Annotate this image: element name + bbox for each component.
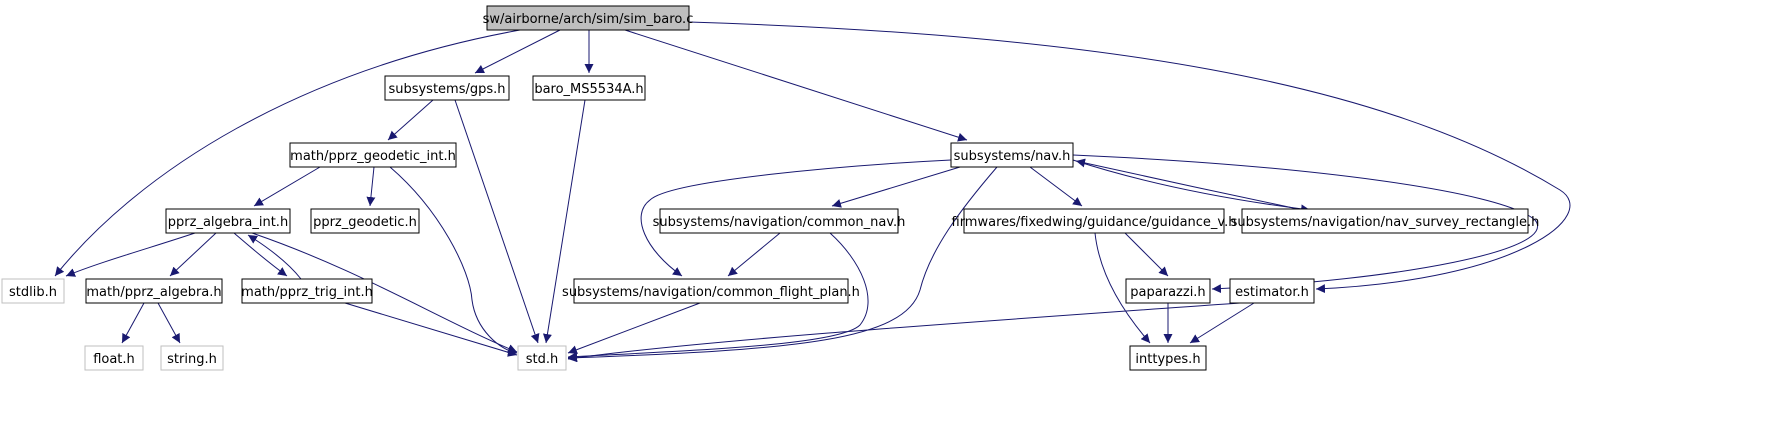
node-geodetic[interactable]: pprz_geodetic.h <box>310 208 420 234</box>
node-paparazzi[interactable]: paparazzi.h <box>1125 278 1211 304</box>
edge-nav-to-paparazzi <box>1072 154 1538 294</box>
node-algebra[interactable]: math/pprz_algebra.h <box>85 278 223 304</box>
node-box <box>659 208 899 234</box>
node-label: stdlib.h <box>9 285 57 300</box>
node-label: subsystems/navigation/common_flight_plan… <box>562 285 860 300</box>
edge-nav-to-std <box>567 166 998 363</box>
edge-nav-to-common_nav <box>831 166 961 208</box>
node-label: subsystems/navigation/common_nav.h <box>653 215 906 230</box>
edge-nav-to-nav_survey <box>1072 159 1311 214</box>
node-box <box>1241 208 1529 234</box>
node-label: std.h <box>526 352 559 367</box>
node-label: pprz_algebra_int.h <box>168 215 288 230</box>
node-box <box>241 278 373 304</box>
edge-estimator-to-inttypes <box>1189 302 1255 344</box>
edge-geodetic_int-to-geodetic <box>366 166 376 207</box>
edge-common_nav-to-flight_plan <box>727 232 781 277</box>
edge-estimator-to-std <box>567 302 1241 363</box>
node-geodetic-int[interactable]: math/pprz_geodetic_int.h <box>289 142 457 168</box>
node-box <box>1125 278 1211 304</box>
edge-algebra-to-float <box>121 302 145 344</box>
node-box <box>384 75 510 101</box>
node-stdlib: stdlib.h <box>1 278 65 304</box>
node-std: std.h <box>517 345 567 371</box>
edge-trig_int-to-algebra_int <box>247 234 302 280</box>
node-nav-survey[interactable]: subsystems/navigation/nav_survey_rectang… <box>1231 208 1540 234</box>
edge-root-to-stdlib <box>54 29 521 277</box>
edges-layer <box>54 21 1571 363</box>
node-box <box>160 345 224 371</box>
node-box <box>573 278 849 304</box>
edge-baro-to-std <box>542 99 586 344</box>
node-label: estimator.h <box>1235 285 1309 300</box>
edge-gps-to-geodetic_int <box>387 99 434 141</box>
edge-root-to-gps <box>474 29 561 74</box>
edge-nav-to-flight_plan <box>640 159 952 277</box>
edge-algebra-to-string <box>157 302 181 344</box>
edge-algebra_int-to-std <box>251 232 518 353</box>
node-root[interactable]: sw/airborne/arch/sim/sim_baro.c <box>483 5 694 31</box>
node-box <box>1 278 65 304</box>
node-label: baro_MS5534A.h <box>534 82 643 97</box>
node-common-nav[interactable]: subsystems/navigation/common_nav.h <box>653 208 906 234</box>
node-box <box>532 75 646 101</box>
node-box <box>963 208 1225 234</box>
node-label: subsystems/nav.h <box>954 149 1071 164</box>
edge-gps-to-std <box>454 99 540 344</box>
node-float: float.h <box>84 345 144 371</box>
node-inttypes[interactable]: inttypes.h <box>1129 345 1207 371</box>
node-label: string.h <box>167 352 217 367</box>
node-box <box>1229 278 1315 304</box>
node-box <box>1129 345 1207 371</box>
node-label: paparazzi.h <box>1130 285 1205 300</box>
edge-nav_survey-to-nav <box>1075 158 1299 210</box>
node-label: subsystems/navigation/nav_survey_rectang… <box>1231 215 1540 230</box>
node-label: sw/airborne/arch/sim/sim_baro.c <box>483 12 694 27</box>
node-trig-int[interactable]: math/pprz_trig_int.h <box>241 278 373 304</box>
node-flight-plan[interactable]: subsystems/navigation/common_flight_plan… <box>562 278 860 304</box>
edge-flight_plan-to-std <box>567 302 701 355</box>
edge-guidance_v-to-paparazzi <box>1124 232 1169 277</box>
node-estimator[interactable]: estimator.h <box>1229 278 1315 304</box>
node-box <box>85 278 223 304</box>
node-algebra-int[interactable]: pprz_algebra_int.h <box>165 208 291 234</box>
edge-guidance_v-to-inttypes <box>1094 232 1151 344</box>
node-label: pprz_geodetic.h <box>313 215 417 230</box>
node-label: math/pprz_geodetic_int.h <box>290 149 456 164</box>
node-box <box>165 208 291 234</box>
edge-algebra_int-to-algebra <box>169 232 217 277</box>
node-box <box>517 345 567 371</box>
node-label: firmwares/fixedwing/guidance/guidance_v.… <box>952 215 1237 230</box>
edge-root-to-nav <box>624 29 968 142</box>
edge-algebra_int-to-stdlib <box>65 232 196 277</box>
edge-algebra_int-to-trig_int <box>233 232 288 277</box>
node-label: float.h <box>93 352 135 367</box>
node-baro[interactable]: baro_MS5534A.h <box>532 75 646 101</box>
node-box <box>486 5 690 31</box>
edge-geodetic_int-to-std <box>389 166 518 356</box>
node-label: subsystems/gps.h <box>388 82 505 97</box>
node-guidance-v[interactable]: firmwares/fixedwing/guidance/guidance_v.… <box>952 208 1237 234</box>
node-box <box>310 208 420 234</box>
edge-root-to-estimator <box>688 21 1571 294</box>
node-nav[interactable]: subsystems/nav.h <box>950 142 1074 168</box>
edge-nav-to-guidance_v <box>1029 166 1083 207</box>
node-box <box>950 142 1074 168</box>
node-box <box>289 142 457 168</box>
node-box <box>84 345 144 371</box>
edge-trig_int-to-std <box>344 302 518 357</box>
edge-geodetic_int-to-algebra_int <box>253 166 321 207</box>
nodes-layer: sw/airborne/arch/sim/sim_baro.c subsystem… <box>1 5 1540 371</box>
node-label: math/pprz_trig_int.h <box>241 285 373 300</box>
node-label: math/pprz_algebra.h <box>86 285 221 300</box>
node-label: inttypes.h <box>1135 352 1200 367</box>
node-string: string.h <box>160 345 224 371</box>
node-gps[interactable]: subsystems/gps.h <box>384 75 510 101</box>
edge-common_nav-to-std <box>567 232 869 362</box>
